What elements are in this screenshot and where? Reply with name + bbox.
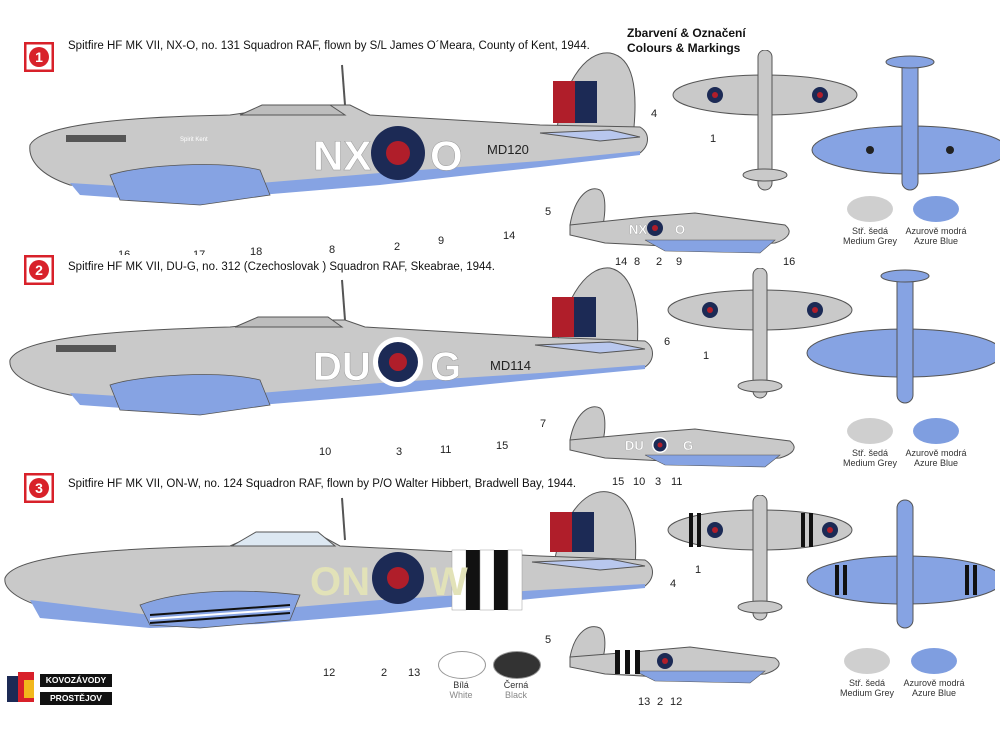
scheme-2-badge: 2: [24, 255, 54, 285]
callout: 6: [664, 336, 670, 348]
callout: 11: [671, 476, 682, 488]
scheme-2-number: 2: [35, 262, 43, 278]
scheme-3-plan-views: 1: [667, 495, 995, 629]
callout: 16: [783, 256, 795, 268]
logo-line-1: KOVOZÁVODY: [40, 674, 112, 687]
callout: 1: [703, 350, 709, 362]
swatch-grey-2-en: Medium Grey: [842, 458, 897, 468]
scheme-2-caption: Spitfire HF MK VII, DU-G, no. 312 (Czech…: [68, 261, 495, 273]
header-czech: Zbarvení & Označení: [627, 26, 746, 40]
swatch-white-en: White: [449, 690, 473, 700]
scheme-3-small-side-view: 5 13 2 12: [545, 626, 780, 708]
callout: 13: [638, 696, 650, 708]
scheme-1-plan-views: 1: [672, 50, 1000, 191]
callout: 12: [323, 667, 335, 679]
callout: 14: [503, 230, 515, 242]
swatch-grey-3-cz: Stř. šedá: [848, 678, 886, 688]
scheme-2-side-view: DU G MD114 10 3 11 15 6: [9, 267, 670, 458]
callout: 7: [540, 418, 546, 430]
callout: 5: [545, 206, 551, 218]
scheme-3-side-view: ON W 12 2 13 4: [4, 491, 676, 679]
callout: 15: [496, 440, 508, 452]
swatch-blue-1-en: Azure Blue: [913, 236, 959, 246]
scheme-3-badge: 3: [24, 473, 54, 503]
swatch-black-cz: Černá: [503, 680, 529, 690]
scheme-1-serial: MD120: [487, 142, 529, 157]
scheme-3-caption: Spitfire HF MK VII, ON-W, no. 124 Squadr…: [68, 478, 577, 490]
callout: 5: [545, 634, 551, 646]
swatch-grey-1-en: Medium Grey: [842, 236, 897, 246]
scheme-3-code-left: ON: [310, 560, 370, 604]
scheme-2-plan-views: 1: [667, 268, 995, 404]
swatch-white-cz: Bílá: [453, 680, 469, 690]
callout: 3: [396, 446, 402, 458]
swatch-grey-2-cz: Stř. šedá: [851, 448, 889, 458]
callout: 13: [408, 667, 420, 679]
callout: 4: [651, 108, 657, 120]
callout: 2: [656, 256, 662, 268]
callout: 11: [440, 444, 451, 456]
scheme-1-side-view: NX O MD120 Spirit Kent 16 17 18 8 2 9 14…: [29, 52, 657, 255]
callout: 10: [633, 476, 645, 488]
scheme-1-number: 1: [35, 49, 43, 65]
scheme-3-code-right: W: [430, 560, 468, 604]
header-english: Colours & Markings: [627, 41, 741, 55]
scheme-2-serial: MD114: [490, 358, 531, 373]
callout: 12: [670, 696, 682, 708]
callout: 14: [615, 256, 627, 268]
callout: 2: [394, 241, 400, 253]
callout: 1: [695, 564, 701, 576]
swatch-black: [493, 651, 541, 679]
scheme-1-code-left: NX: [313, 132, 371, 179]
swatch-grey-3: [844, 648, 890, 674]
callout: 8: [634, 256, 640, 268]
scheme-1-code-right: O: [430, 132, 463, 179]
callout: 2: [381, 667, 387, 679]
callout: 17: [193, 249, 205, 255]
scheme-2-small-side-view: DU G 7 15 10 3 11: [540, 406, 795, 488]
callout: 4: [670, 578, 676, 590]
swatch-blue-2: [913, 418, 959, 444]
logo-emblem-yellow: [24, 680, 34, 698]
swatch-blue-3: [911, 648, 957, 674]
callout: 8: [329, 244, 335, 255]
swatch-white: [438, 651, 486, 679]
swatch-blue-3-cz: Azurově modrá: [903, 678, 965, 688]
swatch-blue-2-cz: Azurově modrá: [905, 448, 967, 458]
callout: 15: [612, 476, 624, 488]
small-code-left: DU: [625, 438, 644, 453]
swatch-grey-2: [847, 418, 893, 444]
callout: 3: [655, 476, 661, 488]
scheme-1-nose-name: Spirit Kent: [180, 137, 208, 143]
callout: 10: [319, 446, 331, 458]
scheme-1-small-side-view: NX O 5 14 8 2 9 16: [545, 188, 795, 268]
swatch-grey-3-en: Medium Grey: [839, 688, 894, 698]
swatch-grey-1-cz: Stř. šedá: [851, 226, 889, 236]
swatch-grey-1: [847, 196, 893, 222]
callout: 1: [710, 133, 716, 145]
callout: 2: [657, 696, 663, 708]
swatch-blue-1-cz: Azurově modrá: [905, 226, 967, 236]
swatch-black-en: Black: [504, 690, 527, 700]
swatch-blue-3-en: Azure Blue: [911, 688, 957, 698]
scheme-1-badge: 1: [24, 42, 54, 72]
scheme-1-caption: Spitfire HF MK VII, NX-O, no. 131 Squadr…: [68, 40, 590, 52]
small-code-right: O: [675, 222, 685, 237]
swatch-blue-1: [913, 196, 959, 222]
scheme-2-code-left: DU: [313, 345, 371, 389]
callout: 9: [438, 235, 444, 247]
scheme-3-number: 3: [35, 480, 43, 496]
scheme-2-code-right: G: [430, 345, 461, 389]
small-code-right: G: [683, 438, 693, 453]
callout: 18: [250, 246, 262, 255]
callout: 16: [118, 249, 130, 255]
logo-line-2: PROSTĚJOV: [40, 692, 112, 705]
small-code-left: NX: [629, 222, 647, 237]
swatch-blue-2-en: Azure Blue: [913, 458, 959, 468]
callout: 9: [676, 256, 682, 268]
